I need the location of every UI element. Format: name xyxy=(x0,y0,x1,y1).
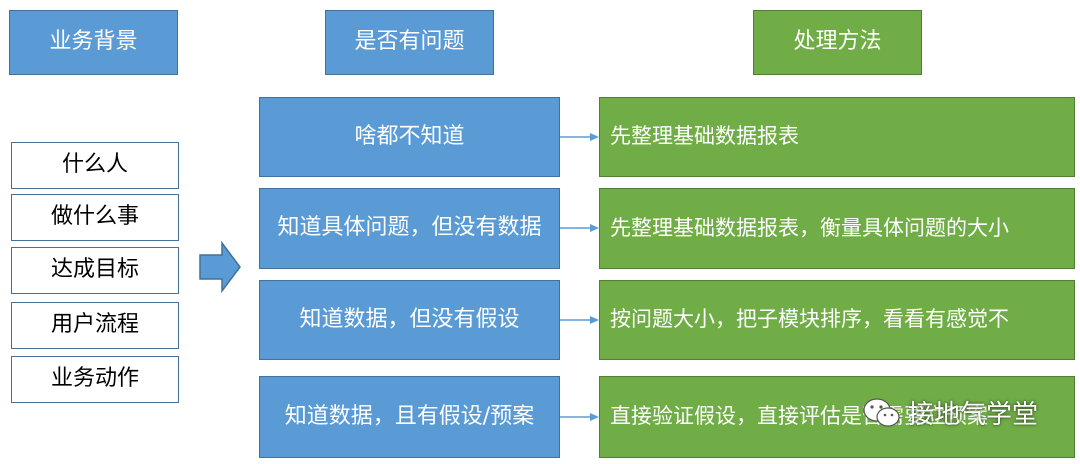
problem-box-2: 知道具体问题，但没有数据 xyxy=(259,188,560,269)
method-box-1: 先整理基础数据报表 xyxy=(599,97,1075,177)
problem-box-3: 知道数据，但没有假设 xyxy=(259,280,560,360)
method-box-4: 直接验证假设，直接评估是否需要立预案 xyxy=(599,376,1075,458)
header-problem: 是否有问题 xyxy=(325,10,494,75)
background-item: 什么人 xyxy=(11,142,179,189)
wechat-icon xyxy=(863,397,900,427)
background-item: 达成目标 xyxy=(11,247,179,294)
problem-box-1: 啥都不知道 xyxy=(259,97,560,177)
background-item: 业务动作 xyxy=(11,356,179,403)
background-item: 做什么事 xyxy=(11,194,179,241)
problem-box-4: 知道数据，且有假设/预案 xyxy=(259,376,560,458)
header-method: 处理方法 xyxy=(753,10,922,75)
background-item: 用户流程 xyxy=(11,302,179,349)
header-background: 业务背景 xyxy=(9,10,178,75)
watermark: 接地气学堂 xyxy=(862,394,1038,431)
watermark-text: 接地气学堂 xyxy=(908,400,1039,430)
right-block-arrow xyxy=(199,240,241,294)
method-box-2: 先整理基础数据报表，衡量具体问题的大小 xyxy=(599,188,1075,269)
method-box-3: 按问题大小，把子模块排序，看看有感觉不 xyxy=(599,280,1075,360)
